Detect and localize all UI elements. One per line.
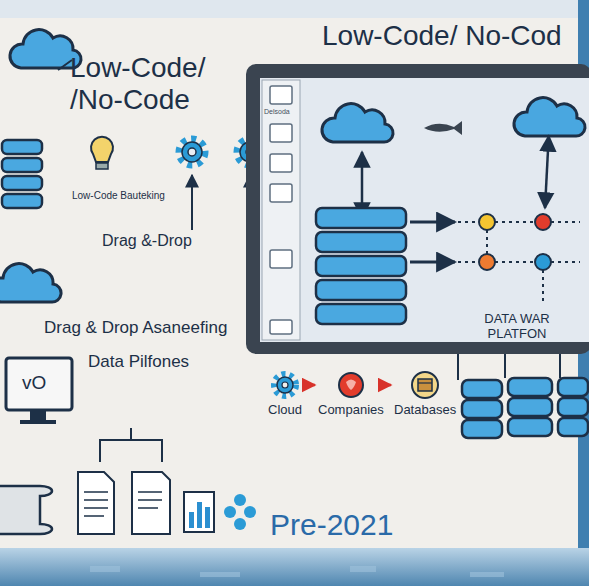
box-icon — [410, 370, 440, 400]
circle-icon — [336, 370, 366, 400]
heading: Low-Code/ No-Cod — [322, 20, 562, 52]
screen-text: vO — [22, 372, 46, 394]
node-label: Databases — [394, 402, 456, 417]
feature-label: Data Pilfones — [88, 352, 189, 372]
feature-label: Drag & Drop Asaneefing — [44, 318, 227, 338]
node-label: Cloud — [268, 402, 302, 417]
node-label: Companies — [318, 402, 384, 417]
flow-arrow — [305, 384, 315, 387]
date-label: Pre-2021 — [270, 508, 393, 543]
gear-icon — [270, 370, 300, 400]
icon-node: Companies — [316, 370, 386, 417]
feature-label: Drag &-Drop — [102, 232, 192, 250]
flow-arrow — [387, 384, 391, 387]
main-heading: Low-Code/ /No-Code — [70, 52, 210, 116]
panel-caption: DATA WAR PLATFON — [462, 312, 572, 342]
icon-caption: Low-Code Bauteking — [72, 190, 165, 202]
icon-node: Cloud — [266, 370, 304, 417]
sidebar-text: Delsoda — [264, 108, 290, 116]
icon-node: Databases — [392, 370, 458, 417]
